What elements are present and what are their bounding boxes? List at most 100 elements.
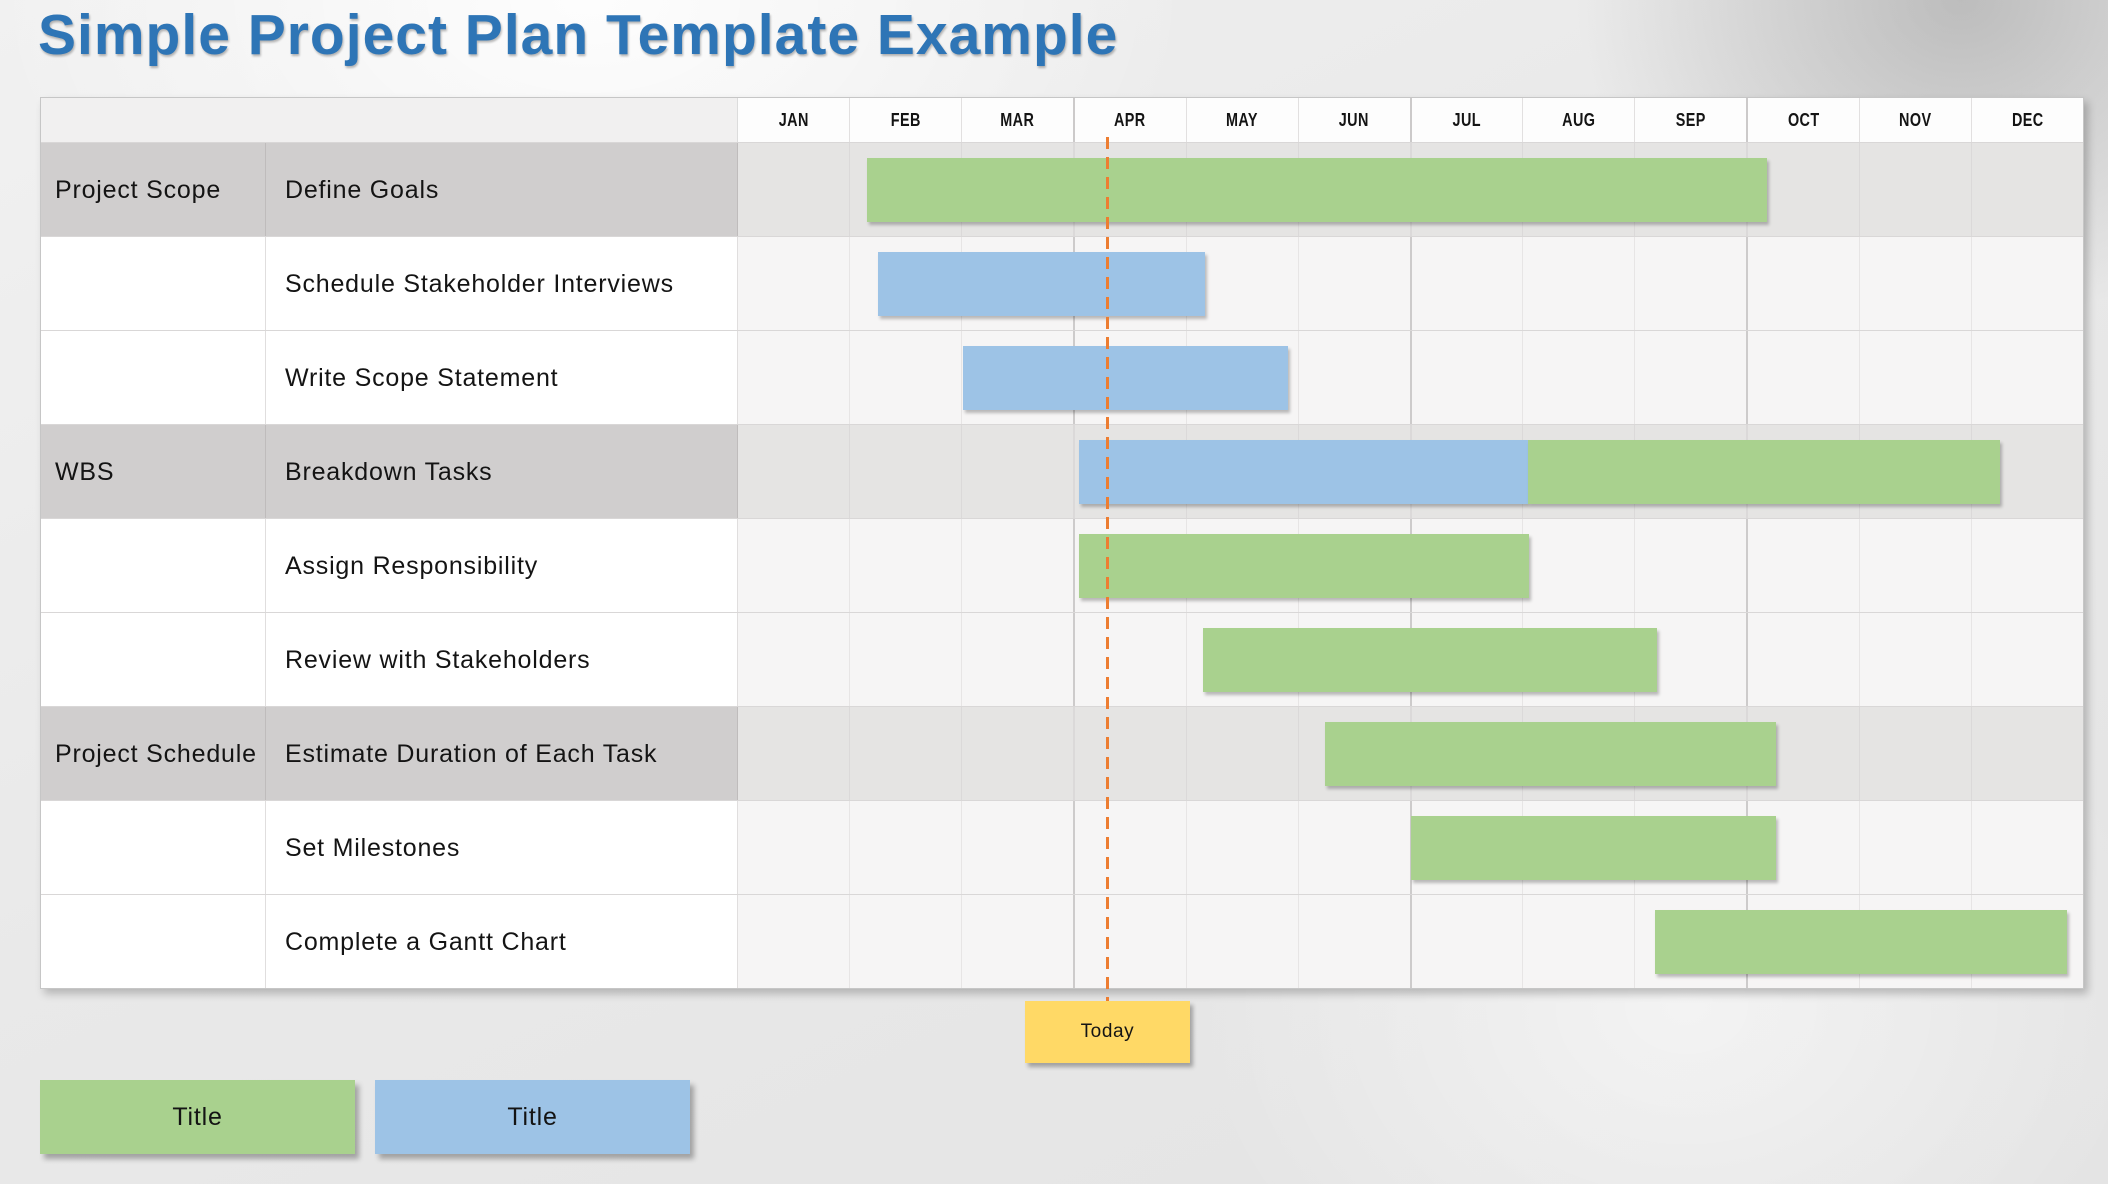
chart-cell xyxy=(738,895,2083,988)
legend: Title Title xyxy=(40,1080,690,1154)
month-grid-cell xyxy=(1859,237,1971,330)
gantt-row: Write Scope Statement xyxy=(41,330,2083,424)
month-grid-cell xyxy=(960,801,1073,894)
month-grid-cell xyxy=(1297,237,1410,330)
gantt-bar[interactable] xyxy=(866,158,1767,222)
month-label: AUG xyxy=(1562,109,1596,130)
chart-cell xyxy=(738,143,2083,236)
month-grid-cell xyxy=(1746,613,1859,706)
phase-cell: Project Scope xyxy=(41,143,266,236)
legend-label: Title xyxy=(507,1102,558,1131)
month-grid-cell xyxy=(1746,519,1859,612)
gantt-bar[interactable] xyxy=(1078,534,1530,598)
month-grid-cell xyxy=(1409,331,1523,424)
month-header-cell: SEP xyxy=(1634,98,1747,142)
task-cell: Review with Stakeholders xyxy=(266,613,738,706)
month-grid-cell xyxy=(1522,331,1634,424)
month-grid-cell xyxy=(738,707,849,800)
month-grid-cell xyxy=(738,143,849,236)
chart-cell xyxy=(738,237,2083,330)
gantt-bar[interactable] xyxy=(878,252,1206,316)
month-label: MAY xyxy=(1226,109,1259,130)
month-grid-cell xyxy=(1522,519,1634,612)
gantt-row: Set Milestones xyxy=(41,800,2083,894)
month-header-cell: NOV xyxy=(1859,98,1972,142)
month-grid-cell xyxy=(1971,519,2083,612)
month-label: OCT xyxy=(1787,109,1820,130)
month-header-cell: MAR xyxy=(960,98,1073,142)
month-grid-cell xyxy=(738,331,849,424)
month-grid-cell xyxy=(960,331,1073,424)
legend-label: Title xyxy=(172,1102,223,1131)
month-grid-cell xyxy=(1971,331,2083,424)
month-grid-cell xyxy=(848,331,961,424)
chart-cell xyxy=(738,425,2083,518)
gantt-row: Complete a Gantt Chart xyxy=(41,894,2083,988)
gantt-bar[interactable] xyxy=(963,346,1289,410)
month-grid-cell xyxy=(960,613,1073,706)
month-grid-cell xyxy=(1072,707,1186,800)
month-grid-cell xyxy=(1185,801,1298,894)
month-label: FEB xyxy=(890,109,921,130)
month-grid-cell xyxy=(848,895,961,988)
month-grid-cell xyxy=(1859,801,1971,894)
gantt-row: Assign Responsibility xyxy=(41,518,2083,612)
phase-cell xyxy=(41,895,266,988)
gantt-bar[interactable] xyxy=(1528,440,2001,504)
phase-cell xyxy=(41,519,266,612)
phase-cell xyxy=(41,331,266,424)
month-grid-cell xyxy=(738,801,849,894)
gantt-row: Schedule Stakeholder Interviews xyxy=(41,236,2083,330)
month-label: JAN xyxy=(778,109,809,130)
task-cell: Estimate Duration of Each Task xyxy=(266,707,738,800)
phase-cell: Project Schedule xyxy=(41,707,266,800)
month-grid-cell xyxy=(1634,331,1746,424)
phase-cell xyxy=(41,237,266,330)
month-grid-cell xyxy=(1971,707,2083,800)
legend-box-blue[interactable]: Title xyxy=(375,1080,690,1154)
month-label: DEC xyxy=(2011,109,2044,130)
chart-cell xyxy=(738,331,2083,424)
phase-cell xyxy=(41,613,266,706)
chart-cell xyxy=(738,613,2083,706)
page-title: Simple Project Plan Template Example xyxy=(38,3,1119,67)
phase-cell: WBS xyxy=(41,425,266,518)
gantt-bar[interactable] xyxy=(1203,628,1658,692)
month-grid-cell xyxy=(738,425,849,518)
month-grid-cell xyxy=(1072,519,1186,612)
month-grid-cell xyxy=(848,613,961,706)
task-cell: Complete a Gantt Chart xyxy=(266,895,738,988)
chart-cell xyxy=(738,707,2083,800)
month-label: NOV xyxy=(1899,109,1932,130)
month-grid-cell xyxy=(1971,143,2083,236)
month-grid-cell xyxy=(1185,707,1298,800)
month-grid-cell xyxy=(1971,801,2083,894)
month-grid-cell xyxy=(1297,895,1410,988)
gantt-bar[interactable] xyxy=(1410,816,1776,880)
month-grid-cell xyxy=(738,519,849,612)
month-grid-cell xyxy=(848,143,961,236)
legend-box-green[interactable]: Title xyxy=(40,1080,355,1154)
month-grid-cell xyxy=(1072,895,1186,988)
month-header-cell: JUN xyxy=(1297,98,1410,142)
today-label-box[interactable]: Today xyxy=(1024,1001,1190,1063)
gantt-bar[interactable] xyxy=(1078,440,1529,504)
month-grid-cell xyxy=(1746,237,1859,330)
gantt-bar[interactable] xyxy=(1325,722,1776,786)
today-marker-line xyxy=(1105,137,1109,1001)
month-grid-cell xyxy=(1971,613,2083,706)
month-grid-cell xyxy=(960,895,1073,988)
month-label: SEP xyxy=(1675,109,1706,130)
month-grid-cell xyxy=(1072,613,1186,706)
month-grid-cell xyxy=(1859,707,1971,800)
month-grid-cell xyxy=(1522,237,1634,330)
task-cell: Breakdown Tasks xyxy=(266,425,738,518)
month-grid-cell xyxy=(1634,237,1746,330)
month-label: MAR xyxy=(1000,109,1035,130)
month-grid-cell xyxy=(960,707,1073,800)
task-cell: Set Milestones xyxy=(266,801,738,894)
gantt-bar[interactable] xyxy=(1654,910,2068,974)
